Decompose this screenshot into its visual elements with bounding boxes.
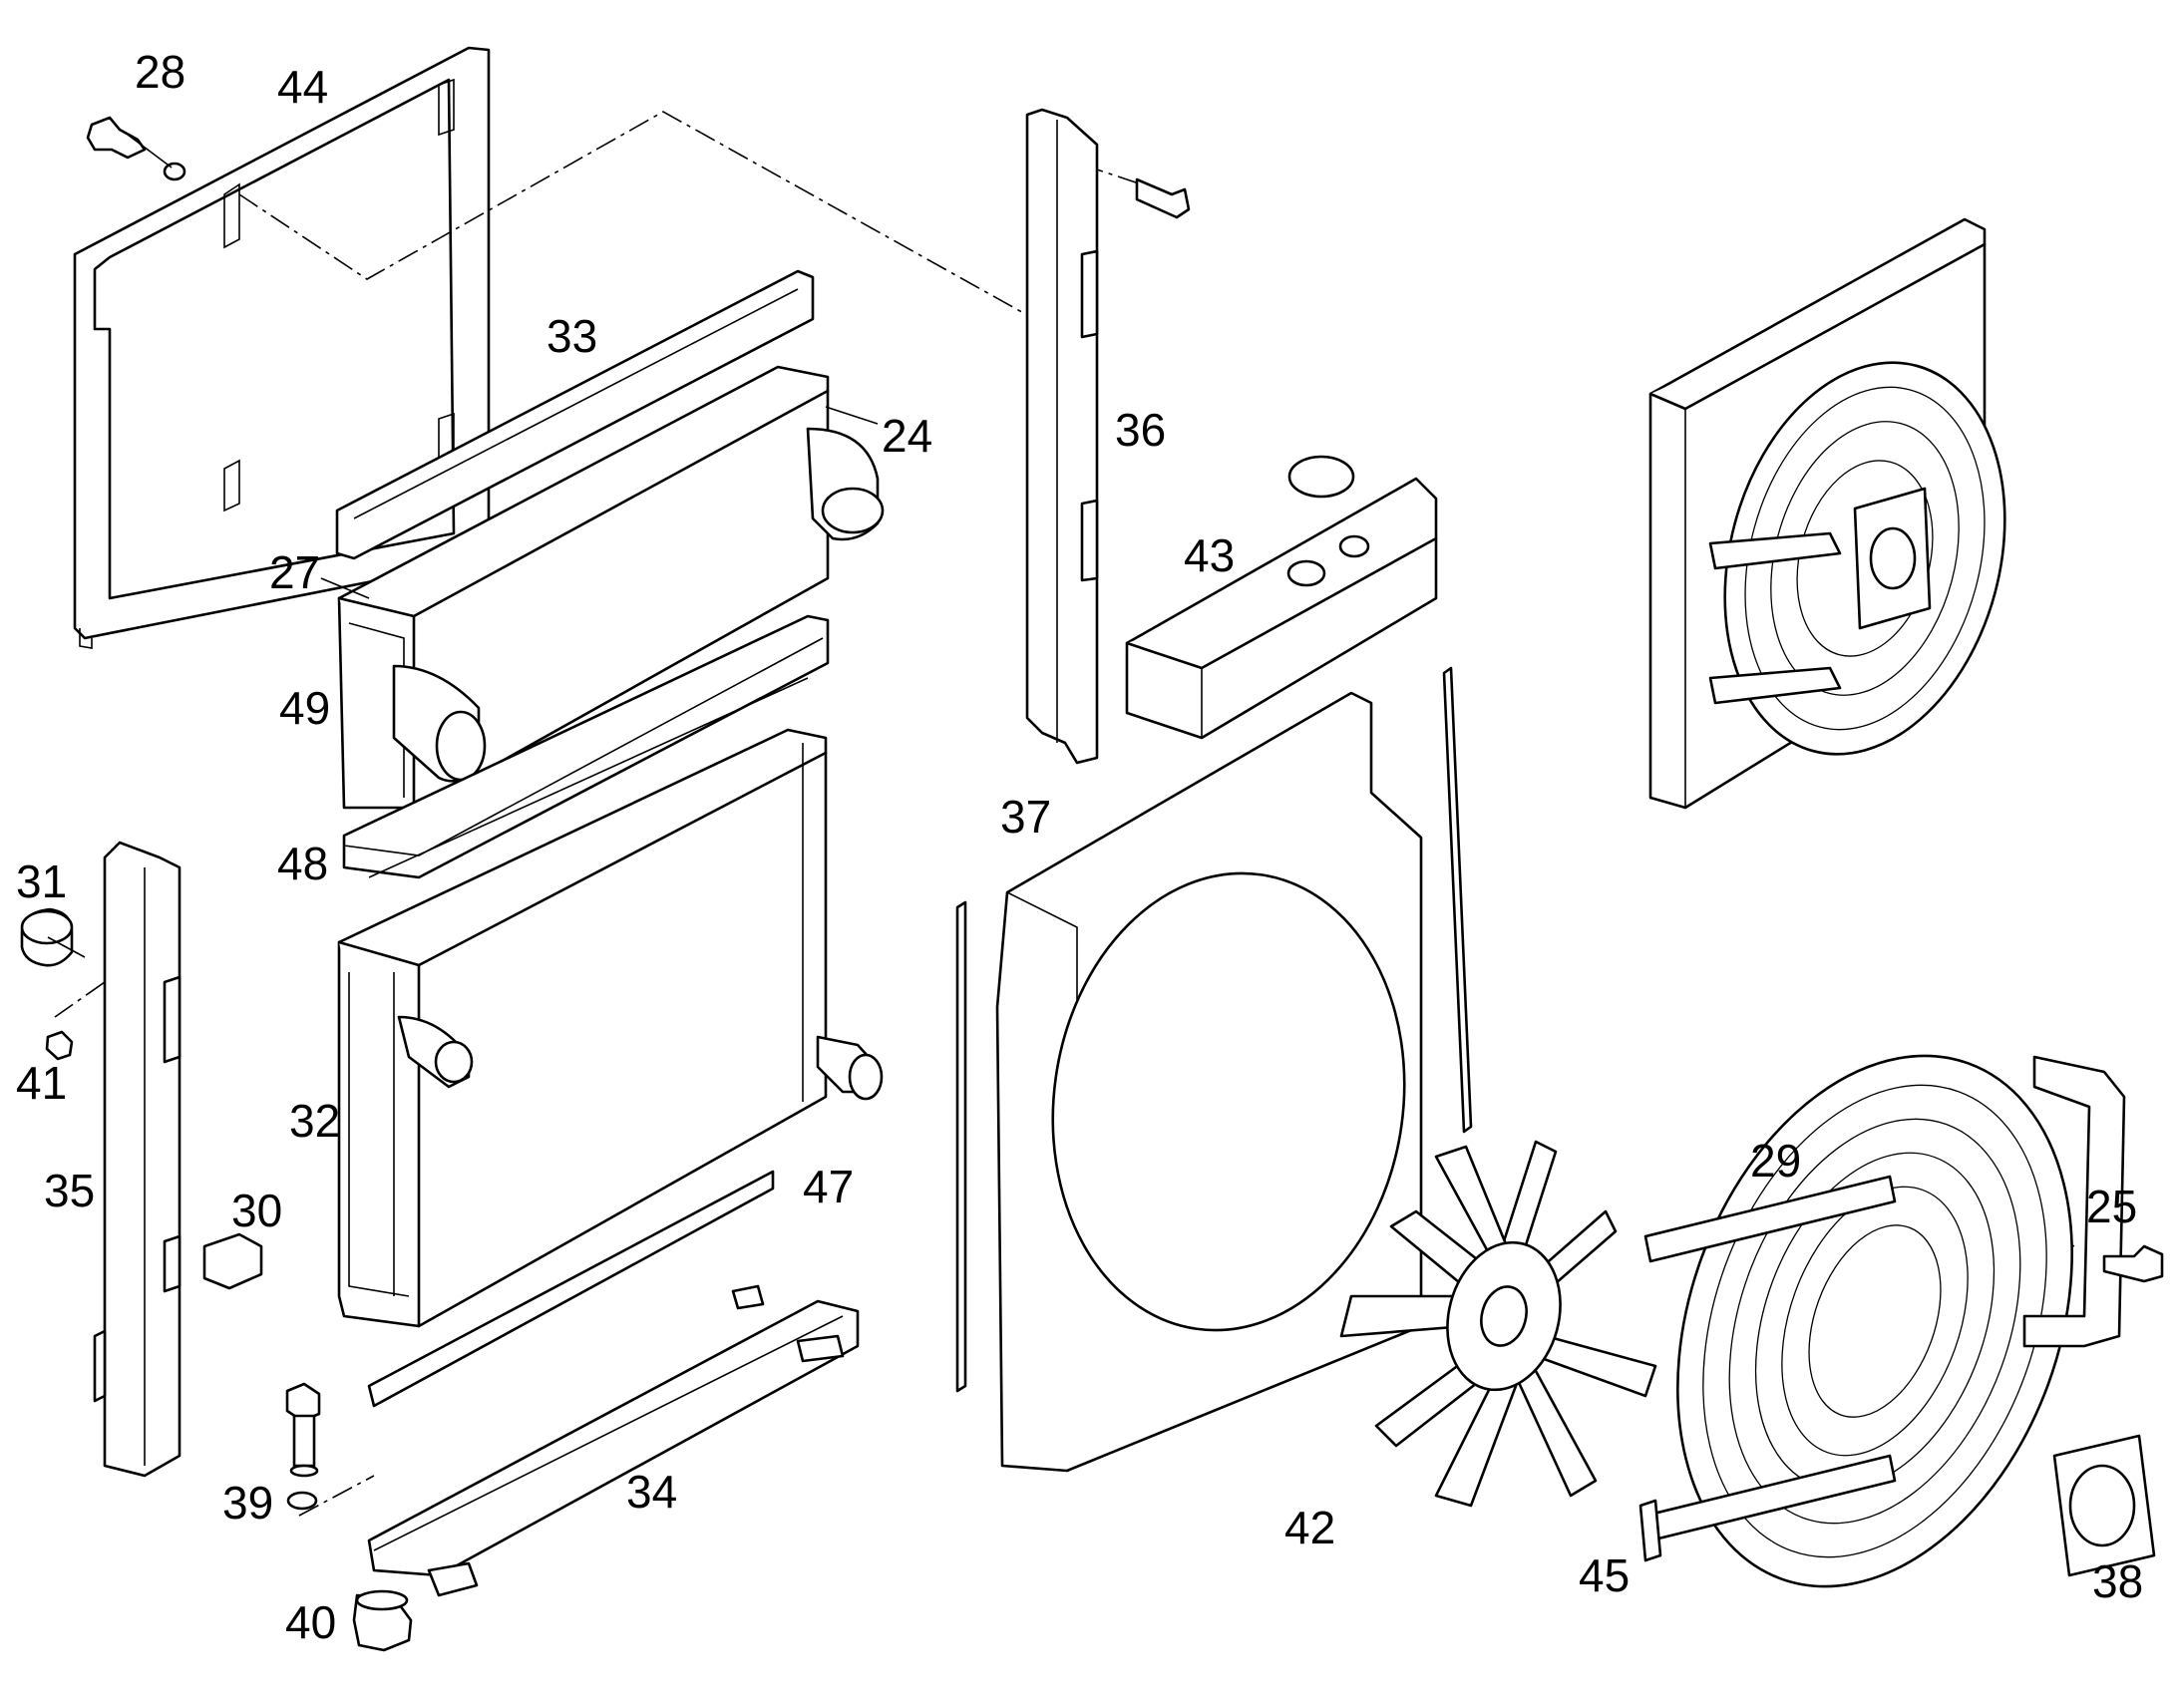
callout-44: 44 [277, 61, 328, 113]
callout-40: 40 [285, 1596, 336, 1648]
assembly-line [298, 1475, 375, 1517]
callout-43: 43 [1184, 529, 1235, 581]
part-43-expansion-tank [1125, 455, 1438, 740]
callout-30: 30 [231, 1185, 282, 1236]
seal-strip-right [1442, 666, 1473, 1134]
part-48-mid-rail [342, 614, 830, 879]
callout-32: 32 [289, 1095, 340, 1147]
callout-28: 28 [135, 46, 185, 98]
leader-line [127, 134, 173, 169]
callout-35: 35 [44, 1165, 95, 1216]
part-37-fan-shroud [995, 691, 1423, 1473]
part-39-bolt [285, 1382, 321, 1511]
callout-47: 47 [803, 1161, 854, 1212]
part-45-bracket [1638, 1499, 1662, 1562]
part-33-top-rail [335, 269, 815, 560]
callout-31: 31 [16, 855, 67, 907]
callout-33: 33 [546, 310, 597, 362]
part-40-mount [352, 1589, 413, 1652]
assembly-line [54, 981, 106, 1018]
leader-line [320, 577, 370, 599]
callout-27: 27 [269, 546, 320, 598]
part-36-upright-bracket [1025, 108, 1099, 765]
part-32-radiator [337, 728, 884, 1328]
part-34-bottom-rail [367, 1284, 860, 1597]
seal-strip-left [955, 900, 967, 1393]
callout-42: 42 [1284, 1502, 1335, 1553]
callout-37: 37 [1000, 791, 1051, 843]
part-28-knob [86, 116, 186, 181]
part-25-bolt [2102, 1244, 2164, 1283]
callout-45: 45 [1579, 1549, 1630, 1601]
callout-36: 36 [1115, 404, 1166, 456]
part-35-left-upright [93, 841, 182, 1478]
part-30-clamp-block [202, 1232, 263, 1290]
leader-line [47, 936, 86, 958]
callout-24: 24 [882, 410, 932, 462]
part-42-fan [1339, 1140, 1657, 1508]
part-31-bushing [20, 907, 74, 967]
callout-25: 25 [2086, 1181, 2137, 1232]
callout-34: 34 [626, 1466, 677, 1518]
part-29-fan-guard [1643, 1054, 2126, 1588]
bolt-36 [1135, 177, 1191, 219]
callout-49: 49 [279, 682, 330, 734]
assembly-line [238, 111, 1028, 316]
callout-29: 29 [1750, 1135, 1801, 1187]
callout-48: 48 [277, 838, 328, 889]
callout-41: 41 [16, 1057, 67, 1109]
callout-39: 39 [222, 1477, 273, 1529]
part-49-charge-air-cooler [337, 365, 885, 815]
callout-38: 38 [2092, 1555, 2143, 1607]
part-41-nut [45, 1030, 74, 1061]
leader-line [825, 406, 879, 425]
part-47-strip [367, 1170, 775, 1408]
part-38-plate [2052, 1434, 2156, 1577]
assembled-cooler-unit [1648, 217, 2006, 810]
